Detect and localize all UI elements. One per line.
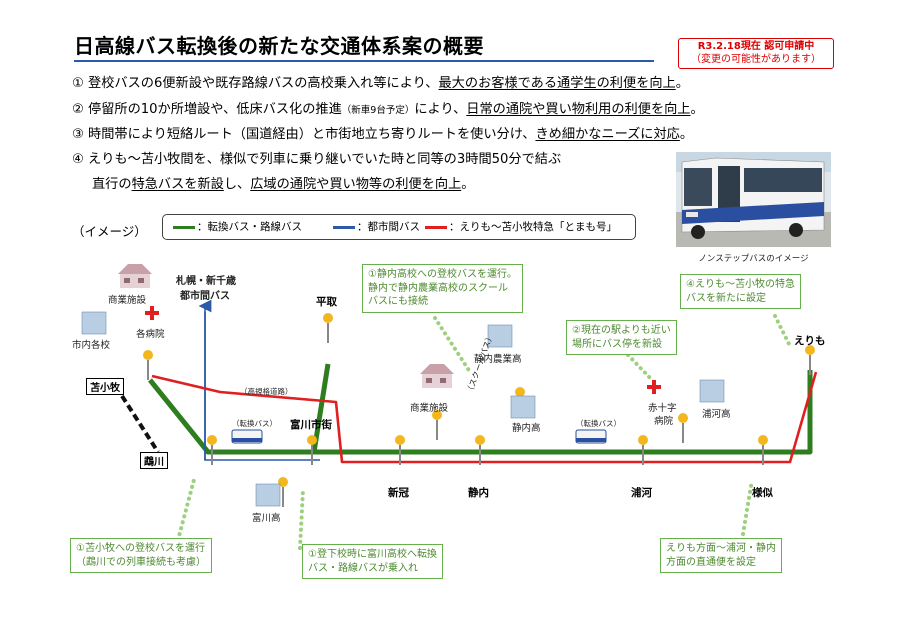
page-title: 日高線バス転換後の新たな交通体系案の概要 [74,34,484,58]
station-tomakomai: 苫小牧 [86,378,124,395]
point-4-continued: 直行の特急バスを新設し、広域の通院や買い物等の利便を向上。 [92,177,475,192]
school-icons [81,311,725,507]
label-tomikawa-hs: 富川高 [252,513,281,524]
green-route-main [148,370,813,455]
label-shizunai-hs: 静内高 [512,423,541,434]
bus-photo [676,152,831,247]
label-red-cross: 赤十字 [648,403,677,414]
callout-new-bus-stop: ②現在の駅よりも近い 場所にバス停を新設 [566,320,677,355]
legend-green-swatch [173,226,195,229]
label-red-cross-hospital: 病院 [654,416,674,427]
callout-connectors [176,314,792,550]
bus-stop-icons [143,313,815,507]
rail-line [120,394,160,454]
station-urakawa: 浦河 [631,487,652,499]
station-hiratori: 平取 [316,296,337,308]
callout-direct-service: えりも方面～浦河・静内 方面の直通便を設定 [660,538,782,573]
station-erimo: えりも [794,335,826,347]
callout-shizunai-school-bus: ①静内高校への登校バスを運行。 静内で静内農業高校のスクール バスにも接続 [362,264,523,313]
station-mukawa: 鵡川 [140,452,168,469]
callout-tomikawa-hs: ①登下校時に富川高校へ転換 バス・路線バスが乗入れ [302,544,443,579]
bus-icons [231,429,607,444]
legend-red-swatch [425,226,447,229]
point-1: ① 登校バスの6便新設や既存路線バスの高校乗入れ等により、最大のお客様である通学… [72,76,689,91]
callout-express-bus: ④えりも～苫小牧の特急 バスを新たに設定 [680,274,801,309]
label-expressway: （高規格道路） [240,387,293,396]
status-badge: R3.2.18現在 認可申請中 （変更の可能性があります） [678,38,834,69]
red-route-express [151,371,818,464]
label-hospitals: 各病院 [136,329,165,340]
label-bus-tag-2: （転換バス） [576,419,621,428]
photo-caption: ノンステップバスのイメージ [698,254,809,264]
label-commercial-1: 商業施設 [108,295,147,306]
commercial-facility-icon [118,264,152,288]
legend-green-label: ：転換バス・路線バス [197,221,302,233]
status-date: R3.2.18現在 認可申請中 [697,41,815,52]
commercial-facility-icon-2 [420,364,454,388]
station-samani: 様似 [752,487,773,499]
label-sapporo: 札幌・新千歳 [176,276,236,287]
label-urakawa-hs: 浦河高 [702,409,731,420]
callout-tomakomai-school-bus: ①苫小牧への登校バスを運行 （鵡川での列車接続も考慮） [70,538,212,573]
legend-blue-swatch [333,226,355,229]
legend-blue-label: ：都市間バス [357,221,420,233]
image-label: （イメージ） [72,224,147,239]
point-3: ③ 時間帯により短絡ルート（国道経由）と市街地立ち寄りルートを使い分け、きめ細か… [72,127,694,142]
label-city-schools: 市内各校 [72,340,111,351]
hospital-icons [145,306,661,394]
label-shizunai-agri-hs: 静内農業高 [474,354,522,365]
status-note: （変更の可能性があります） [691,54,821,65]
title-underline [74,60,654,62]
point-4: ④ えりも～苫小牧間を、様似で列車に乗り継いでいた時と同等の3時間50分で結ぶ [72,152,562,167]
label-intercity-bus: 都市間バス [180,291,230,302]
station-shizunai: 静内 [468,487,489,499]
station-niikappu: 新冠 [388,487,409,499]
station-tomikawa: 富川市街 [290,419,332,431]
legend: ：転換バス・路線バス ：都市間バス ：えりも～苫小牧特急「とまも号」 [162,214,636,240]
point-2: ② 停留所の10か所増設や、低床バス化の推進（新車9台予定）により、日常の通院や… [72,102,704,117]
legend-red-label: ：えりも～苫小牧特急「とまも号」 [449,221,617,233]
green-route-hiratori [311,363,331,453]
label-commercial-2: 商業施設 [410,403,449,414]
label-bus-tag-1: （転換バス） [232,419,277,428]
